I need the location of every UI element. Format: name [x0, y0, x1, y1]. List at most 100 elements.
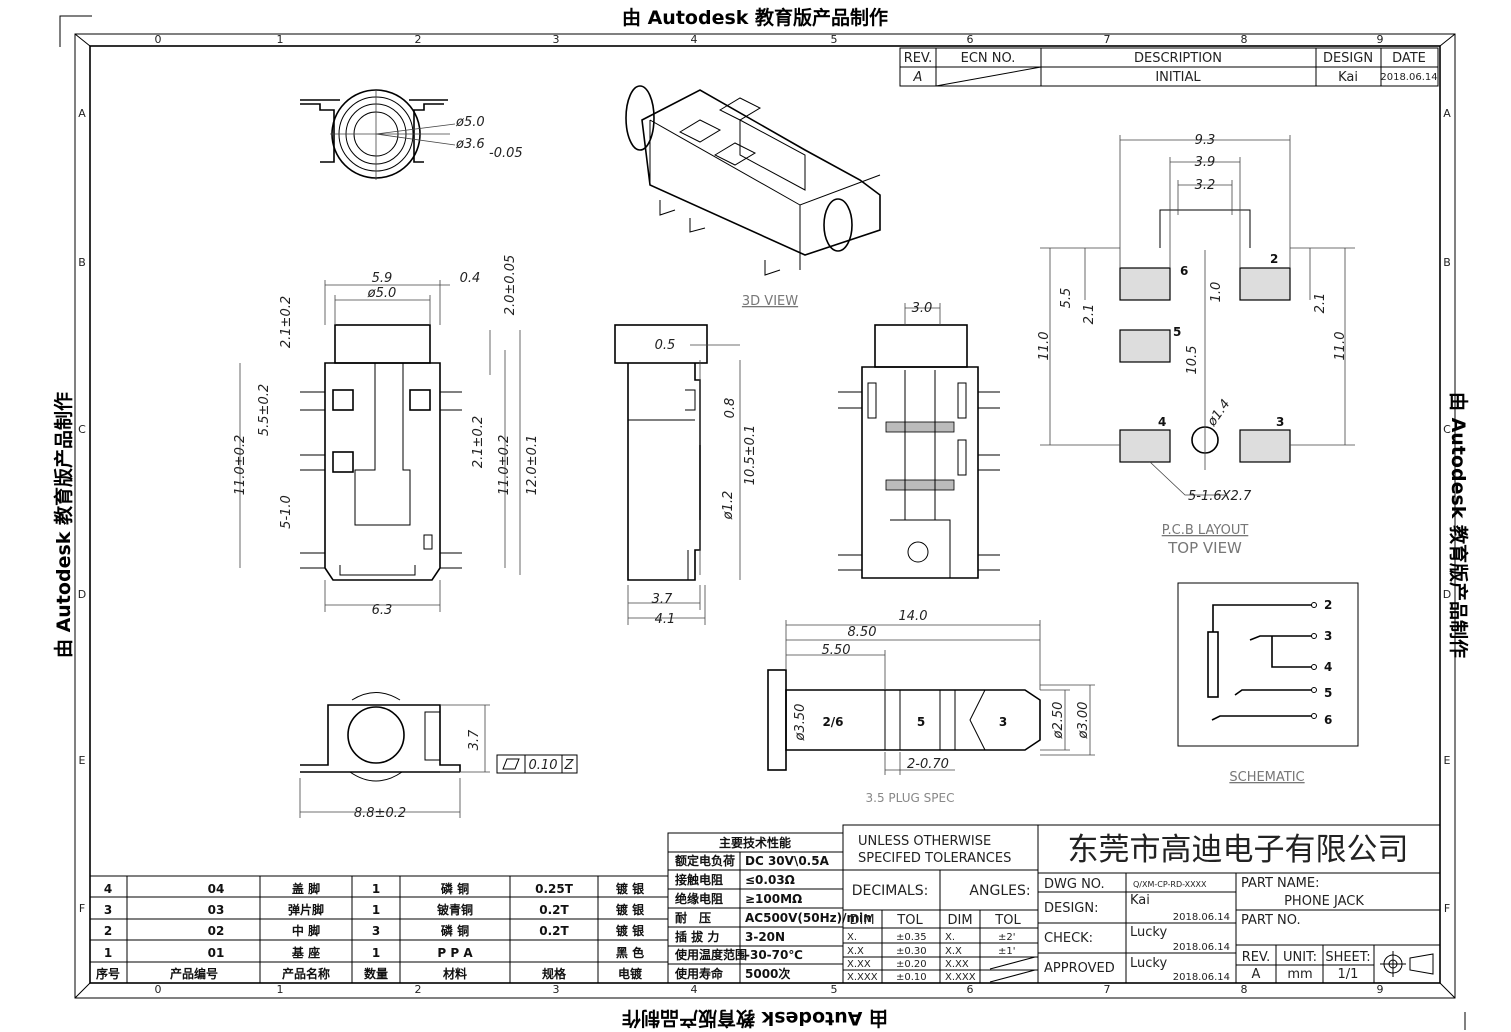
zone-col-label: 2 — [415, 33, 422, 46]
side-view-pad — [332, 451, 354, 473]
pcb-dim-hole: ø1.4 — [1204, 397, 1233, 430]
flatness-symbol — [502, 755, 563, 773]
top-view-dim-d1: ø5.0 — [455, 115, 485, 130]
sheet-label: SHEET: — [1325, 950, 1370, 965]
zone-row-label: D — [1443, 588, 1451, 601]
projection-symbol-icon — [1380, 951, 1434, 977]
bom-header: 序号 — [96, 966, 120, 981]
frame-corners — [74, 33, 1456, 999]
tech-row-value: ≤0.03Ω — [745, 873, 795, 887]
front-view-details — [349, 692, 441, 782]
schematic: 2 3 4 5 6 SCHEMATIC — [1177, 582, 1359, 785]
bom-cell: 基 座 — [291, 945, 320, 960]
zone-row-label: A — [78, 107, 86, 120]
bom-cell: 磷 铜 — [441, 923, 469, 938]
schematic-title: SCHEMATIC — [1229, 770, 1304, 785]
side-view-pad — [409, 389, 431, 411]
bom-table: 4 04 盖 脚 1 磷 铜 0.25T 镀 银 3 03 弹片脚 1 铍青铜 … — [89, 875, 669, 984]
side-dim-w2: 0.4 — [460, 271, 481, 286]
flatness-frame — [496, 754, 578, 774]
schematic-sleeve — [1207, 631, 1219, 698]
side-dim-h5: 5-1.0 — [279, 495, 294, 529]
bom-header: 电镀 — [618, 966, 643, 981]
tolerance-dim-header: DIM — [849, 913, 874, 928]
zone-col-label: 4 — [691, 983, 698, 996]
tech-table-title: 主要技术性能 — [719, 835, 791, 850]
pcb-dim-h3: 1.0 — [1209, 282, 1224, 303]
title-block-grid — [1038, 872, 1440, 983]
pcb-dim-w2: 3.9 — [1195, 155, 1216, 170]
front-dim-h: 3.7 — [467, 729, 482, 750]
zone-row-label: C — [78, 423, 86, 436]
side-dim-h6: 2.1±0.2 — [471, 416, 486, 468]
unit-label: UNIT: — [1283, 950, 1317, 965]
iso-edges — [649, 119, 881, 270]
pcb-dim-w3: 3.2 — [1195, 178, 1216, 193]
bom-header: 规格 — [542, 966, 567, 981]
zone-col-label: 3 — [553, 983, 560, 996]
bom-cell: 1 — [372, 946, 380, 960]
sheet-value: 1/1 — [1338, 967, 1359, 982]
rev-header-rev: REV. — [904, 51, 933, 66]
bom-cell: P P A — [437, 946, 473, 960]
tech-row-label: 使用温度范围 — [674, 947, 747, 962]
rev-value-rev: A — [913, 70, 923, 85]
pcb-pin-label: 4 — [1158, 415, 1166, 429]
side-dim-h7: 11.0±0.2 — [497, 435, 512, 496]
side-dim-h2: 2.1±0.2 — [279, 296, 294, 348]
bom-cell: 3 — [104, 903, 112, 917]
bom-cell: 02 — [208, 924, 225, 938]
schematic-terminal — [1311, 633, 1317, 639]
cutaway-contact — [867, 382, 877, 419]
plug-dim-d1: ø3.50 — [793, 704, 808, 742]
part-name-label: PART NAME: — [1241, 876, 1320, 891]
bom-header: 材料 — [442, 966, 467, 981]
side-view-foot — [339, 565, 416, 576]
tech-row-label: 插 拔 力 — [675, 929, 719, 944]
tolerance-cell: X.XX — [945, 959, 969, 970]
flatness-datum: Z — [564, 758, 575, 773]
side-dim-d: ø5.0 — [367, 286, 397, 301]
tolerance-tol-header: TOL — [994, 913, 1021, 928]
pcb-dim-h1: 5.5 — [1059, 288, 1074, 309]
tolerance-grid — [843, 869, 1038, 983]
title-block-frame — [1037, 824, 1441, 984]
zone-row-label: C — [1443, 423, 1451, 436]
watermark-top: 由 Autodesk 教育版产品制作 — [622, 6, 888, 29]
bom-cell: 3 — [372, 924, 380, 938]
title-block: 东莞市高迪电子有限公司 DWG NO. Q/XM-CP-RD-XXXX DESI… — [1037, 824, 1441, 984]
top-view-dim-d2: ø3.6 — [455, 137, 485, 152]
tech-row-value: 5000次 — [745, 966, 790, 981]
approved-label: APPROVED — [1044, 961, 1115, 976]
end-view-cap — [614, 324, 708, 364]
watermark-left: 由 Autodesk 教育版产品制作 — [52, 392, 75, 658]
iso-pins — [659, 200, 781, 276]
tolerance-cell: X.XXX — [945, 972, 976, 983]
bom-cell: 镀 银 — [616, 923, 645, 938]
tolerance-cell: ±0.20 — [896, 959, 927, 970]
iso-windows — [678, 97, 762, 166]
iso-body — [641, 89, 881, 256]
pcb-pin-label: 3 — [1276, 415, 1284, 429]
tech-row-value: 3-20N — [745, 930, 785, 944]
pcb-pad — [1239, 429, 1291, 463]
company-name: 东莞市高迪电子有限公司 — [1068, 832, 1409, 868]
zone-row-label: F — [1444, 902, 1450, 915]
pcb-pad-note: 5-1.6X2.7 — [1188, 489, 1252, 504]
pcb-dim-h4: 10.5 — [1185, 346, 1200, 375]
zone-col-label: 5 — [831, 33, 838, 46]
zone-col-label: 9 — [1377, 983, 1384, 996]
plug-segments — [884, 689, 986, 751]
schematic-pin: 6 — [1324, 713, 1332, 727]
plug-dim-len1: 14.0 — [899, 609, 928, 624]
check-date: 2018.06.14 — [1173, 942, 1230, 953]
tolerance-cell: X. — [847, 932, 857, 943]
pcb-pin-label: 6 — [1180, 264, 1188, 278]
cutaway-contact — [957, 439, 967, 476]
cutaway-contact — [957, 382, 967, 419]
side-dim-h1: 2.0±0.05 — [503, 255, 518, 316]
tech-row-value: DC 30V\0.5A — [745, 854, 830, 868]
pcb-pad — [1119, 267, 1171, 301]
